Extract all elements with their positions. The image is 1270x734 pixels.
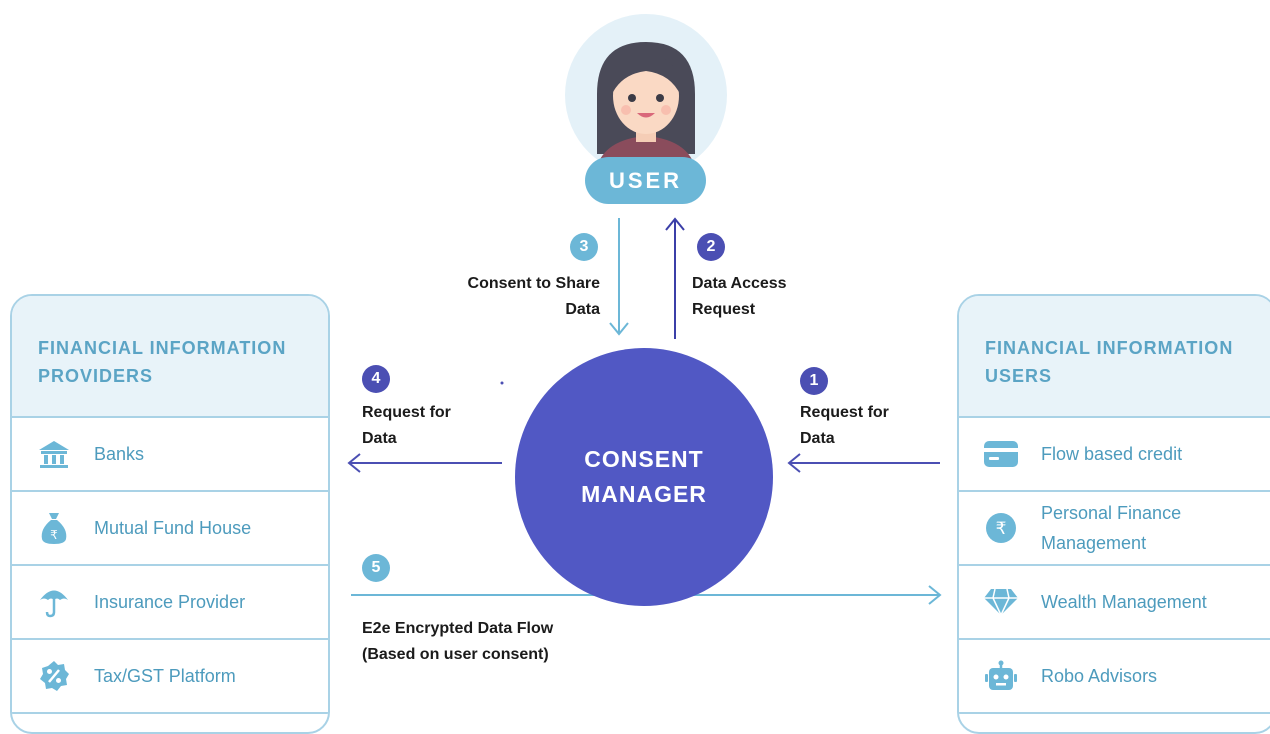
users-panel: FINANCIAL INFORMATION USERS Flow based c… xyxy=(957,294,1270,734)
provider-label: Tax/GST Platform xyxy=(94,666,236,686)
step-3-badge: 3 xyxy=(570,233,598,261)
providers-title: FINANCIAL INFORMATION PROVIDERS xyxy=(38,338,287,386)
user-item-label: Wealth Management xyxy=(1041,592,1207,612)
user-label: USER xyxy=(585,157,706,204)
users-panel-header: FINANCIAL INFORMATION USERS xyxy=(959,296,1270,418)
consent-manager-circle: CONSENT MANAGER xyxy=(515,348,773,606)
user-item-flow-credit: Flow based credit xyxy=(959,418,1270,492)
users-title: FINANCIAL INFORMATION USERS xyxy=(985,338,1234,386)
svg-text:₹: ₹ xyxy=(50,528,58,542)
step-5-badge: 5 xyxy=(362,554,390,582)
consent-manager-line1: CONSENT xyxy=(584,446,704,472)
user-item-wealth: Wealth Management xyxy=(959,566,1270,640)
provider-item-insurance: Insurance Provider xyxy=(12,566,328,640)
provider-label: Insurance Provider xyxy=(94,592,246,612)
arrow-request-up xyxy=(665,217,685,339)
credit-card-icon xyxy=(983,436,1019,472)
arrow-request-left-4 xyxy=(347,453,502,473)
step-4-badge: 4 xyxy=(362,365,390,393)
consent-manager-line2: MANAGER xyxy=(581,481,707,507)
bank-icon xyxy=(36,436,72,472)
robot-icon xyxy=(983,658,1019,694)
svg-text:₹: ₹ xyxy=(996,519,1007,539)
step-3-caption: Consent to Share Data xyxy=(467,275,600,318)
step-1-caption: Request for Data xyxy=(800,404,889,447)
providers-panel: FINANCIAL INFORMATION PROVIDERS Banks ₹ … xyxy=(10,294,330,734)
step-1-badge: 1 xyxy=(800,367,828,395)
user-item-label: Flow based credit xyxy=(1041,444,1183,464)
provider-label: Mutual Fund House xyxy=(94,518,252,538)
providers-panel-header: FINANCIAL INFORMATION PROVIDERS xyxy=(12,296,328,418)
arrow-request-left-1 xyxy=(787,453,940,473)
percent-badge-icon xyxy=(36,658,72,694)
step-2-badge: 2 xyxy=(697,233,725,261)
user-item-label: Personal Finance Management xyxy=(1041,503,1182,553)
user-avatar xyxy=(565,14,727,176)
step-5-caption: E2e Encrypted Data Flow (Based on user c… xyxy=(362,620,554,663)
rupee-icon: ₹ xyxy=(983,510,1019,546)
money-bag-icon: ₹ xyxy=(36,510,72,546)
provider-item-tax: Tax/GST Platform xyxy=(12,640,328,714)
provider-label: Banks xyxy=(94,444,145,464)
provider-item-banks: Banks xyxy=(12,418,328,492)
user-item-label: Robo Advisors xyxy=(1041,666,1158,686)
provider-item-mutual-fund: ₹ Mutual Fund House xyxy=(12,492,328,566)
user-item-pfm: ₹ Personal Finance Management xyxy=(959,492,1270,566)
arrow-consent-down xyxy=(609,218,629,336)
step-4-caption: Request for Data xyxy=(362,404,451,447)
diamond-icon xyxy=(983,584,1019,620)
step-2-caption: Data Access Request xyxy=(692,275,787,318)
user-item-robo: Robo Advisors xyxy=(959,640,1270,714)
umbrella-icon xyxy=(36,584,72,620)
